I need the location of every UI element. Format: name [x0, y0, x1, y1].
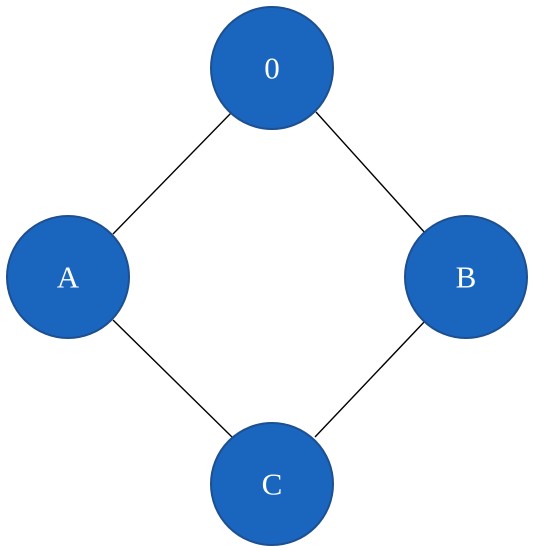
node-c-circle: [210, 422, 334, 546]
node-0[interactable]: 0: [210, 6, 334, 130]
node-a[interactable]: A: [6, 215, 130, 339]
node-0-label: 0: [264, 51, 280, 86]
node-b-label: B: [456, 260, 477, 295]
node-b-circle: [404, 215, 528, 339]
node-a-circle: [6, 215, 130, 339]
edges-group: [112, 111, 427, 438]
node-c-label: C: [262, 467, 283, 502]
edge-0-a: [112, 111, 233, 235]
node-0-circle: [210, 6, 334, 130]
nodes-group: 0 A B C: [6, 6, 528, 546]
edge-a-c: [112, 319, 233, 438]
node-a-label: A: [57, 260, 80, 295]
edge-0-b: [315, 111, 427, 235]
node-c[interactable]: C: [210, 422, 334, 546]
node-b[interactable]: B: [404, 215, 528, 339]
edge-b-c: [314, 319, 427, 438]
